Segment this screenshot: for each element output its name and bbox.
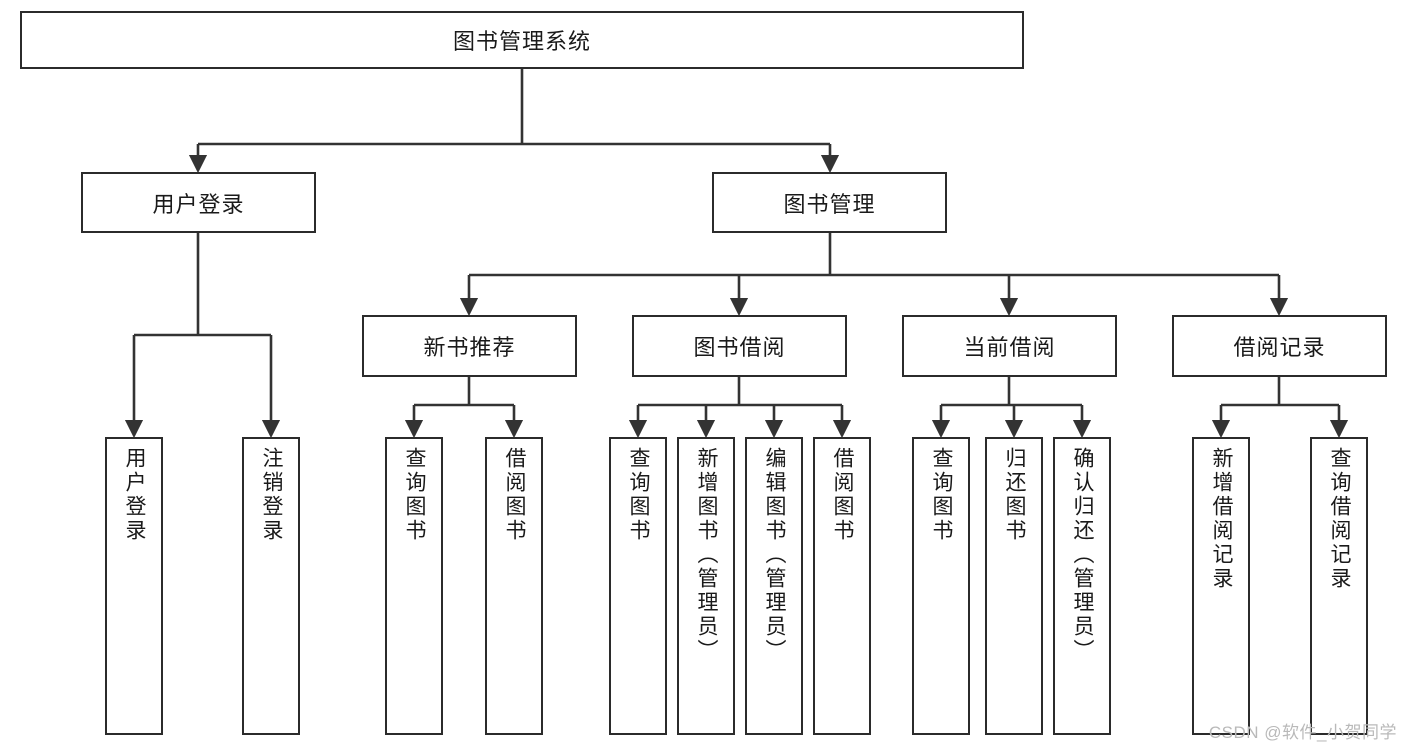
- node-book-borrow[interactable]: 图书借阅: [632, 315, 847, 377]
- node-book-manage-label: 图书管理: [783, 191, 876, 217]
- node-leaf-borrow-book-2[interactable]: 借阅图书: [813, 437, 871, 735]
- node-leaf-user-login[interactable]: 用户登录: [105, 437, 163, 735]
- node-leaf-query-book-1[interactable]: 查询图书: [385, 437, 443, 735]
- node-leaf-query-book-3[interactable]: 查询图书: [912, 437, 970, 735]
- node-leaf-confirm-return[interactable]: 确认归还（管理员）: [1053, 437, 1111, 735]
- node-current-borrow-label: 当前借阅: [963, 335, 1056, 360]
- node-leaf-query-record[interactable]: 查询借阅记录: [1310, 437, 1368, 735]
- node-leaf-query-book-2[interactable]: 查询图书: [609, 437, 667, 735]
- node-leaf-query-record-label: 查询借阅记录: [1328, 447, 1352, 591]
- node-user-login[interactable]: 用户登录: [81, 172, 316, 233]
- node-book-manage[interactable]: 图书管理: [712, 172, 947, 233]
- node-root-label: 图书管理系统: [452, 29, 591, 54]
- node-leaf-query-book-3-label: 查询图书: [930, 447, 954, 543]
- node-borrow-record[interactable]: 借阅记录: [1172, 315, 1387, 377]
- node-leaf-return-book-label: 归还图书: [1003, 447, 1027, 543]
- node-leaf-borrow-book-1[interactable]: 借阅图书: [485, 437, 543, 735]
- node-borrow-record-label: 借阅记录: [1233, 335, 1326, 360]
- watermark: CSDN @软件_小贺同学: [1208, 723, 1397, 742]
- node-leaf-user-logout-label: 注销登录: [260, 447, 284, 543]
- node-leaf-user-login-label: 用户登录: [123, 447, 147, 543]
- node-user-login-label: 用户登录: [152, 191, 245, 217]
- node-leaf-query-book-1-label: 查询图书: [403, 447, 427, 543]
- node-book-borrow-label: 图书借阅: [693, 335, 786, 360]
- node-new-book-rec[interactable]: 新书推荐: [362, 315, 577, 377]
- node-leaf-user-logout[interactable]: 注销登录: [242, 437, 300, 735]
- node-leaf-add-book-label: 新增图书（管理员）: [695, 447, 719, 663]
- node-leaf-add-book[interactable]: 新增图书（管理员）: [677, 437, 735, 735]
- node-leaf-add-record[interactable]: 新增借阅记录: [1192, 437, 1250, 735]
- node-leaf-edit-book[interactable]: 编辑图书（管理员）: [745, 437, 803, 735]
- node-leaf-confirm-return-label: 确认归还（管理员）: [1071, 447, 1095, 663]
- node-leaf-edit-book-label: 编辑图书（管理员）: [763, 447, 787, 663]
- node-leaf-borrow-book-1-label: 借阅图书: [503, 447, 527, 543]
- node-leaf-add-record-label: 新增借阅记录: [1210, 447, 1234, 591]
- node-root[interactable]: 图书管理系统: [20, 11, 1024, 69]
- node-current-borrow[interactable]: 当前借阅: [902, 315, 1117, 377]
- node-leaf-return-book[interactable]: 归还图书: [985, 437, 1043, 735]
- node-new-book-rec-label: 新书推荐: [423, 335, 516, 360]
- node-leaf-borrow-book-2-label: 借阅图书: [831, 447, 855, 543]
- node-leaf-query-book-2-label: 查询图书: [627, 447, 651, 543]
